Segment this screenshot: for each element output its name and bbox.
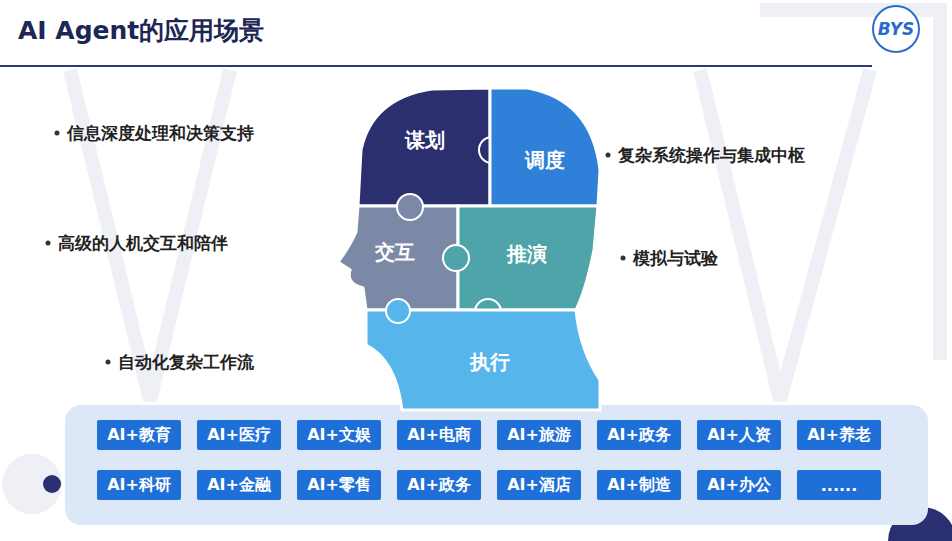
puzzle-piece: 执行: [356, 306, 604, 412]
scenario-tag: AI+养老: [797, 420, 881, 450]
scenario-tag: AI+文娱: [297, 420, 381, 450]
puzzle-piece: 推演: [456, 204, 602, 314]
scenario-tag: AI+政务: [597, 420, 681, 450]
bullet-text: 模拟与试验: [633, 247, 718, 270]
puzzle-piece: 调度: [488, 84, 604, 208]
tag-label: ......: [821, 476, 857, 495]
slide-title: AI Agent的应用场景: [18, 14, 264, 47]
tag-label: AI+制造: [607, 475, 671, 496]
puzzle-piece: 谋划: [352, 84, 492, 208]
piece-outline: [366, 310, 600, 410]
piece-label: 交互: [375, 239, 415, 266]
tag-label: AI+养老: [807, 425, 871, 446]
tag-label: AI+教育: [107, 425, 171, 446]
piece-label: 调度: [525, 147, 565, 174]
puzzle-piece: 交互: [334, 204, 460, 314]
bullet-text: 复杂系统操作与集成中枢: [618, 144, 805, 167]
bullet-dot: [55, 131, 60, 136]
title-rule: [0, 65, 872, 67]
scenario-tag: AI+酒店: [497, 470, 581, 500]
bullet-dot: [46, 241, 51, 246]
logo-text: BYS: [878, 19, 915, 39]
bullet-dot: [606, 153, 611, 158]
bullet-text: 自动化复杂工作流: [118, 351, 254, 374]
piece-outline: [358, 88, 490, 206]
tag-label: AI+政务: [407, 475, 471, 496]
scenario-tag: AI+制造: [597, 470, 681, 500]
bullet-dot: [106, 360, 111, 365]
tag-label: AI+科研: [107, 475, 171, 496]
scenario-tag: AI+办公: [697, 470, 781, 500]
tag-label: AI+医疗: [207, 425, 271, 446]
puzzle-knob: [443, 245, 469, 271]
piece-outline: [338, 206, 458, 310]
scenario-tag: AI+金融: [197, 470, 281, 500]
watermark-stroke: [760, 10, 940, 360]
piece-label: 推演: [507, 241, 547, 268]
piece-outline: [490, 88, 600, 206]
tag-label: AI+酒店: [507, 475, 571, 496]
piece-label: 谋划: [405, 127, 445, 154]
piece-shape: [488, 84, 604, 208]
piece-label: 执行: [470, 349, 510, 376]
tag-label: AI+电商: [407, 425, 471, 446]
scenario-tag: AI+教育: [97, 420, 181, 450]
tag-label: AI+办公: [707, 475, 771, 496]
tag-label: AI+人资: [707, 425, 771, 446]
scenario-tag: ......: [797, 470, 881, 500]
corner-circle: [2, 454, 62, 514]
scenario-tag: AI+人资: [697, 420, 781, 450]
scenario-tag: AI+政务: [397, 470, 481, 500]
puzzle-knob: [386, 299, 410, 323]
corner-dot: [43, 475, 61, 493]
scenario-tag: AI+零售: [297, 470, 381, 500]
bullet-dot: [621, 256, 626, 261]
scenario-tag: AI+医疗: [197, 420, 281, 450]
puzzle-knob: [397, 194, 423, 220]
scenario-tag: AI+旅游: [497, 420, 581, 450]
watermark-stroke: [700, 70, 870, 400]
tag-label: AI+金融: [207, 475, 271, 496]
tag-label: AI+政务: [607, 425, 671, 446]
tag-label: AI+旅游: [507, 425, 571, 446]
scenario-panel: [65, 405, 928, 525]
bullet-text: 高级的人机交互和陪伴: [58, 232, 228, 255]
scenario-tag: AI+电商: [397, 420, 481, 450]
scenario-tag: AI+科研: [97, 470, 181, 500]
tag-label: AI+文娱: [307, 425, 371, 446]
bullet-text: 信息深度处理和决策支持: [67, 122, 254, 145]
piece-outline: [458, 206, 598, 310]
logo-badge: BYS: [872, 5, 920, 53]
tag-label: AI+零售: [307, 475, 371, 496]
